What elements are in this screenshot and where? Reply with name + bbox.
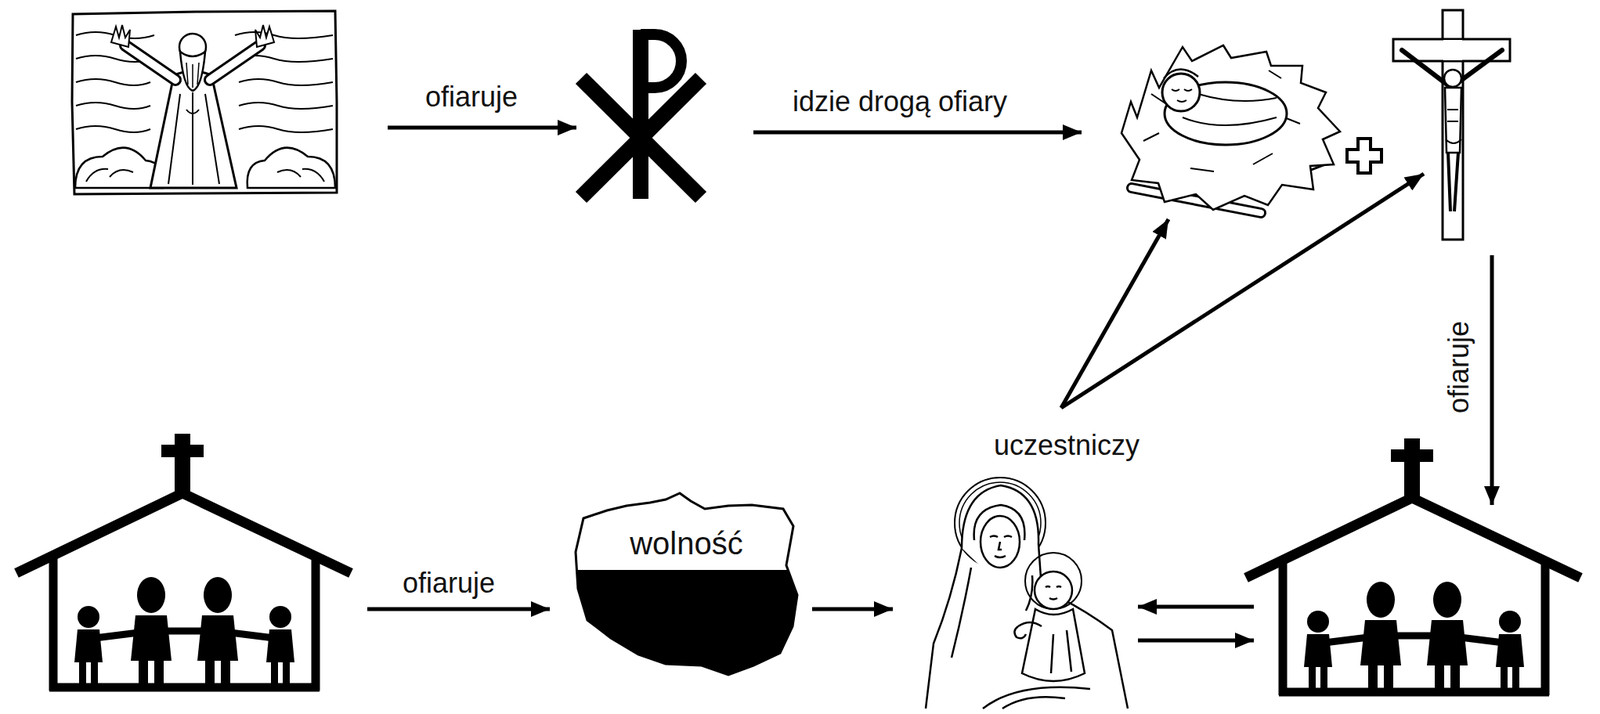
poland-map: wolność <box>565 489 808 679</box>
church-family-picture <box>1239 438 1587 699</box>
edge-label: ofiaruje <box>1442 318 1475 416</box>
manger-picture <box>1121 45 1340 214</box>
edge-label: idzie drogą ofiary <box>790 85 1010 118</box>
crucifix-picture <box>1393 10 1510 240</box>
church-family-picture <box>1246 438 1581 696</box>
edge-label: ofiaruje <box>422 80 521 113</box>
madonna-picture <box>925 477 1128 709</box>
flow-arrow <box>367 607 550 612</box>
poland-map <box>575 493 798 676</box>
flow-arrow <box>1061 219 1169 409</box>
flow-arrow <box>1490 255 1495 506</box>
flow-arrow <box>387 126 577 131</box>
church-family-picture <box>10 433 358 694</box>
flow-arrow <box>812 607 893 612</box>
crucifix-picture <box>1393 10 1510 240</box>
god-father-picture <box>72 10 337 195</box>
edge-label: ofiaruje <box>400 567 498 600</box>
plus-symbol <box>1347 138 1382 174</box>
manger-picture <box>1112 30 1327 215</box>
edge-label: uczestniczy <box>991 429 1142 462</box>
node-text: wolność <box>565 525 808 562</box>
god-father-picture <box>71 10 337 195</box>
madonna-picture <box>918 473 1133 709</box>
chi-rho-symbol <box>576 25 705 199</box>
church-family-picture <box>16 433 351 691</box>
flow-arrow <box>1137 605 1254 610</box>
flow-arrow <box>753 130 1082 135</box>
flow-arrow <box>1061 173 1424 409</box>
chi-rho-symbol <box>581 29 701 199</box>
flow-arrow <box>1137 639 1254 643</box>
